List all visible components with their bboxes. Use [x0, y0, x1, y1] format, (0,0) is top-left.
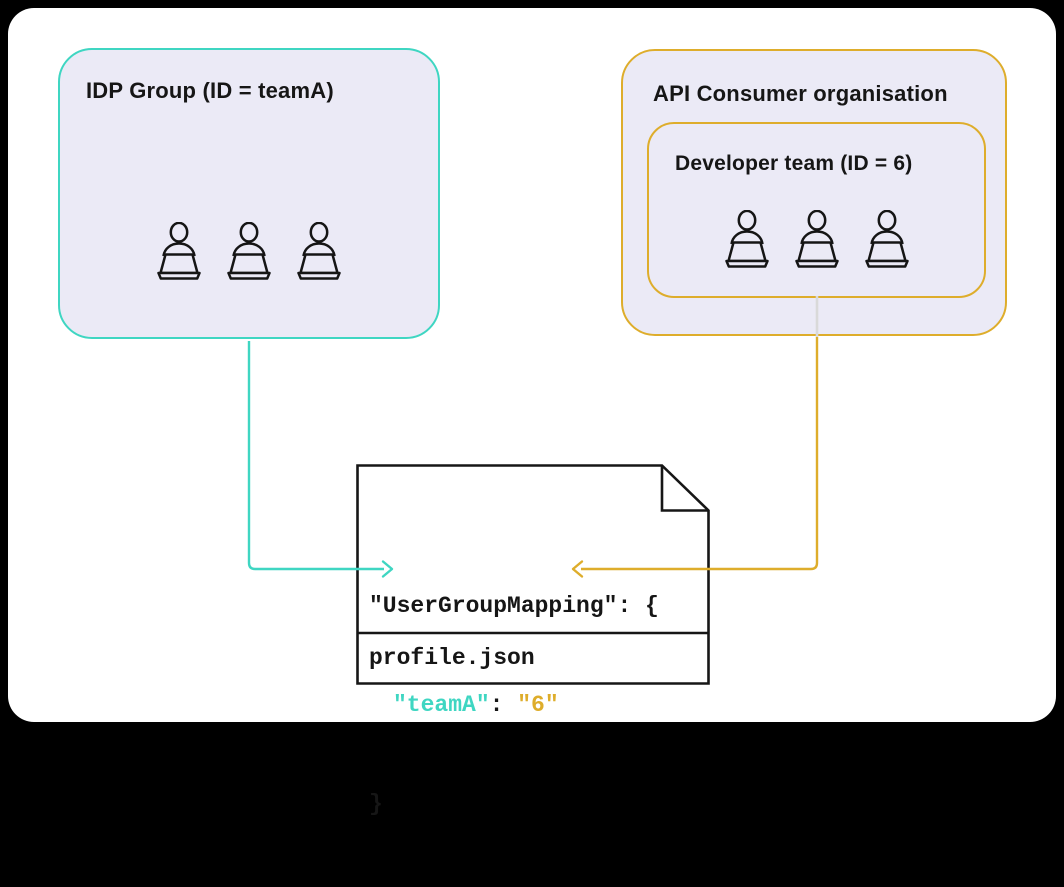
developer-team-box: Developer team (ID = 6): [647, 122, 986, 298]
idp-group-members: [60, 222, 438, 282]
mapping-value: "6": [517, 692, 559, 718]
filename-label: profile.json: [369, 645, 535, 671]
person-laptop-icon: [293, 222, 345, 282]
person-laptop-icon: [153, 222, 205, 282]
profile-json-file: "UserGroupMapping": { "teamA": "6" } pro…: [356, 464, 710, 817]
mapping-separator: :: [489, 692, 518, 718]
code-line-close: }: [369, 791, 383, 817]
json-code-block: "UserGroupMapping": { "teamA": "6" }: [369, 524, 659, 887]
person-laptop-icon: [721, 210, 773, 270]
code-line-open: "UserGroupMapping": {: [369, 593, 659, 619]
idp-group-title: IDP Group (ID = teamA): [86, 78, 334, 103]
person-laptop-icon: [861, 210, 913, 270]
code-line-mapping: "teamA": "6": [369, 689, 659, 722]
mapping-key: "teamA": [393, 692, 490, 718]
developer-team-title: Developer team (ID = 6): [675, 152, 913, 175]
idp-group-box: IDP Group (ID = teamA): [58, 48, 440, 339]
api-consumer-org-box: API Consumer organisation Developer team…: [621, 49, 1007, 336]
person-laptop-icon: [791, 210, 843, 270]
diagram-canvas: IDP Group (ID = teamA) API Consumer orga…: [8, 8, 1056, 817]
api-consumer-org-title: API Consumer organisation: [653, 81, 948, 106]
developer-team-members: [649, 210, 984, 270]
person-laptop-icon: [223, 222, 275, 282]
